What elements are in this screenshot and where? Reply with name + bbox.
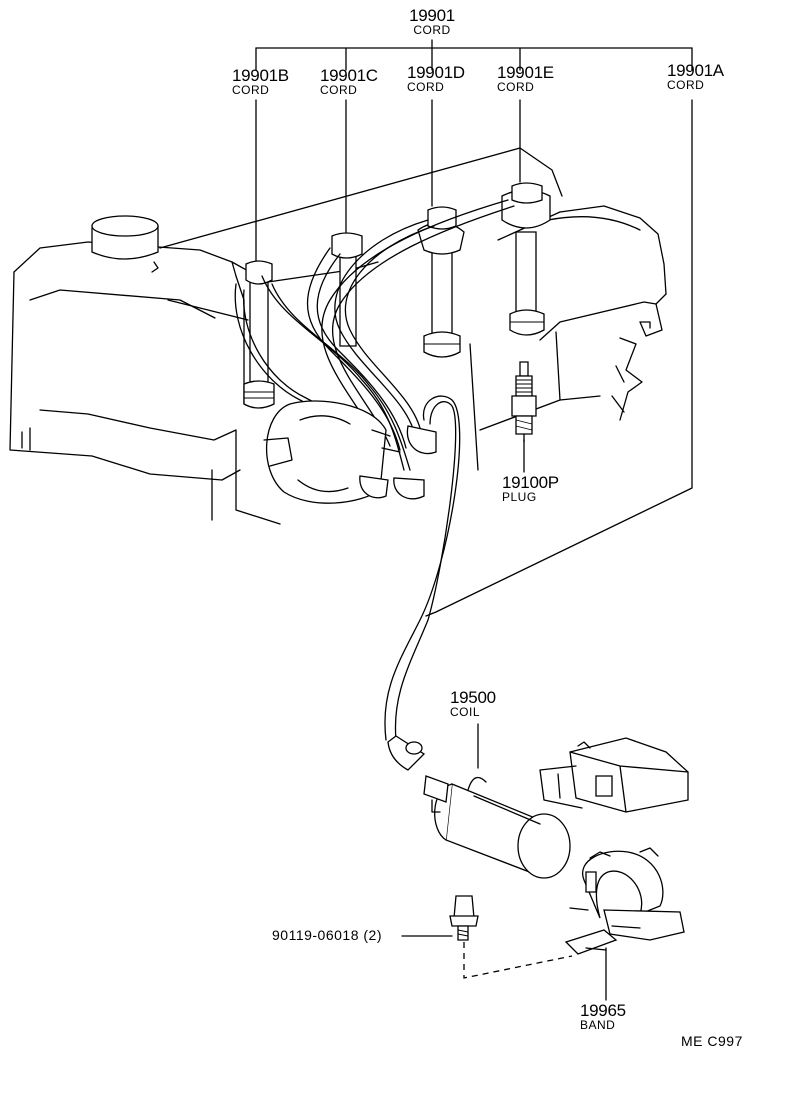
callout-leader-lines [255,39,693,1001]
engine-block [9,147,667,525]
spark-plug [511,361,537,443]
callout-19901: 19901 CORD [409,7,455,36]
callout-19901c: 19901C CORD [320,67,378,96]
mounting-bolt [449,895,479,941]
ignition-coil [387,735,571,879]
callout-19901a: 19901A CORD [667,62,724,91]
part-number: 19901C [320,66,378,85]
igniter-module [539,737,689,813]
part-name: CORD [667,78,705,92]
part-name: CORD [407,80,445,94]
part-name: CORD [497,80,535,94]
part-number: 19100P [502,473,559,492]
callout-19500: 19500 COIL [450,689,496,718]
part-number: 19901A [667,61,724,80]
part-name: CORD [413,23,451,37]
callout-19965: 19965 BAND [580,1002,626,1031]
part-number: 19500 [450,688,496,707]
distributor [263,400,437,504]
callout-19901e: 19901E CORD [497,64,554,93]
part-number: 19965 [580,1001,626,1020]
diagram-reference-code: ME C997 [681,1033,743,1049]
callout-19901b: 19901B CORD [232,67,289,96]
part-number: 90119-06018 (2) [272,927,382,943]
part-name: CORD [232,83,270,97]
part-number: 19901D [407,63,465,82]
part-name: BAND [580,1018,616,1032]
coil-band [564,847,685,955]
part-name: COIL [450,705,481,719]
part-number: 19901B [232,66,289,85]
part-number: 19901E [497,63,554,82]
callout-19901d: 19901D CORD [407,64,465,93]
part-name: PLUG [502,490,537,504]
assembly-dash-line [463,942,573,979]
callout-90119-06018: 90119-06018 (2) [272,928,382,942]
plug-boots [243,182,551,409]
part-name: CORD [320,83,358,97]
callout-19100p: 19100P PLUG [502,474,559,503]
part-number: 19901 [409,6,455,25]
